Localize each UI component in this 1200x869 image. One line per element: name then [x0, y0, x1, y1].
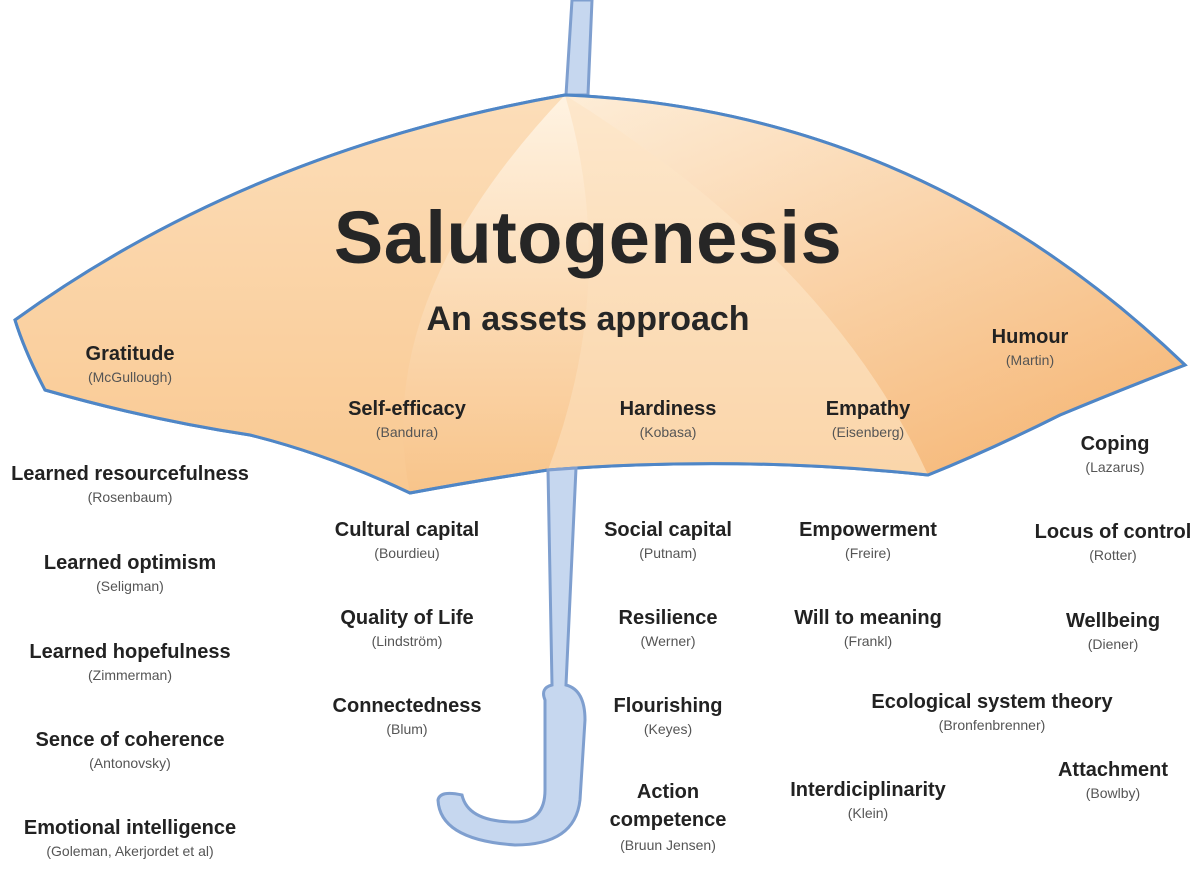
diagram-subtitle: An assets approach: [426, 300, 750, 338]
asset-quality-of-life: Quality of Life (Lindström): [340, 606, 473, 651]
asset-author: (Eisenberg): [831, 424, 905, 440]
asset-author: (Bandura): [375, 424, 439, 440]
asset-gratitude: Gratitude (McGullough): [86, 342, 175, 387]
asset-name: Self-efficacy: [348, 398, 466, 420]
asset-author: (Bourdieu): [374, 545, 440, 561]
asset-name: Hardiness: [619, 398, 717, 420]
asset-social-capital: Social capital (Putnam): [604, 518, 732, 563]
umbrella-tip: [564, 0, 594, 97]
asset-author: (Seligman): [96, 578, 164, 594]
asset-name: Social capital: [604, 519, 732, 541]
asset-author: (Bronfenbrenner): [938, 717, 1046, 733]
asset-learned-optimism: Learned optimism (Seligman): [44, 551, 216, 596]
asset-name: Will to meaning: [794, 607, 942, 629]
asset-author: (Keyes): [643, 721, 693, 737]
asset-author: (Lazarus): [1085, 459, 1145, 475]
asset-learned-hopefulness: Learned hopefulness (Zimmerman): [29, 640, 230, 685]
asset-name: Resilience: [618, 607, 718, 629]
asset-name: Empathy: [825, 398, 911, 420]
asset-self-efficacy: Self-efficacy (Bandura): [348, 397, 466, 442]
canopy-panel-left: [15, 95, 565, 493]
asset-wellbeing: Wellbeing (Diener): [1066, 609, 1160, 654]
umbrella-handle: [436, 466, 587, 847]
asset-author: (Bruun Jensen): [620, 837, 716, 853]
asset-name: Flourishing: [613, 695, 723, 717]
asset-name: Interdiciplinarity: [790, 779, 946, 801]
asset-name: Humour: [991, 326, 1069, 348]
asset-coping: Coping (Lazarus): [1081, 432, 1150, 477]
asset-author: (Rosenbaum): [87, 489, 173, 505]
asset-name: Empowerment: [799, 519, 937, 541]
asset-will-to-meaning: Will to meaning (Frankl): [794, 606, 942, 651]
asset-author: (Blum): [386, 721, 428, 737]
asset-name: Learned hopefulness: [29, 641, 231, 663]
asset-humour: Humour (Martin): [992, 325, 1069, 370]
asset-author: (Bowlby): [1085, 785, 1141, 801]
asset-name: Emotional intelligence: [23, 817, 237, 839]
asset-author: (Diener): [1087, 636, 1139, 652]
asset-name: Learned resourcefulness: [11, 463, 249, 485]
asset-hardiness: Hardiness (Kobasa): [620, 397, 717, 442]
asset-emotional-intelligence: Emotional intelligence (Goleman, Akerjor…: [24, 816, 236, 861]
asset-name: Quality of Life: [340, 607, 474, 629]
canopy-panel-right: [565, 95, 1185, 475]
asset-name: Coping: [1080, 433, 1150, 455]
asset-name: Gratitude: [85, 343, 175, 365]
asset-flourishing: Flourishing (Keyes): [614, 694, 723, 739]
asset-author: (Goleman, Akerjordet et al): [46, 843, 214, 859]
diagram-title: Salutogenesis: [333, 196, 843, 279]
asset-name: Ecological system theory: [871, 691, 1113, 713]
asset-author: (Zimmerman): [88, 667, 172, 683]
asset-author: (Martin): [1005, 352, 1055, 368]
asset-name: Locus of control: [1034, 521, 1192, 543]
asset-author: (McGullough): [87, 369, 173, 385]
asset-name: Learned optimism: [43, 552, 217, 574]
asset-locus-of-control: Locus of control (Rotter): [1035, 520, 1192, 565]
asset-author: (Klein): [847, 805, 889, 821]
asset-name: Wellbeing: [1065, 610, 1161, 632]
asset-name: Sence of coherence: [35, 729, 225, 751]
asset-cultural-capital: Cultural capital (Bourdieu): [335, 518, 479, 563]
asset-name: Cultural capital: [334, 519, 480, 541]
asset-author: (Antonovsky): [89, 755, 171, 771]
asset-connectedness: Connectedness (Blum): [333, 694, 482, 739]
asset-author: (Kobasa): [639, 424, 697, 440]
asset-ecological-system-theory: Ecological system theory (Bronfenbrenner…: [871, 690, 1112, 735]
asset-author: (Putnam): [639, 545, 697, 561]
asset-author: (Rotter): [1089, 547, 1137, 563]
asset-author: (Werner): [640, 633, 696, 649]
asset-author: (Freire): [845, 545, 891, 561]
asset-empowerment: Empowerment (Freire): [799, 518, 937, 563]
asset-resilience: Resilience (Werner): [619, 606, 718, 651]
asset-action-competence: Action competence (Bruun Jensen): [593, 778, 743, 855]
asset-learned-resourcefulness: Learned resourcefulness (Rosenbaum): [11, 462, 249, 507]
asset-interdiciplinarity: Interdiciplinarity (Klein): [790, 778, 946, 823]
asset-name: Attachment: [1057, 759, 1169, 781]
asset-name: Connectedness: [332, 695, 482, 717]
asset-sense-of-coherence: Sence of coherence (Antonovsky): [36, 728, 225, 773]
asset-author: (Lindström): [371, 633, 443, 649]
asset-name: Action competence: [609, 781, 727, 831]
canopy-panel-mid: [548, 95, 928, 475]
asset-author: (Frankl): [843, 633, 893, 649]
asset-attachment: Attachment (Bowlby): [1058, 758, 1168, 803]
canopy-outline: [13, 93, 1188, 495]
asset-empathy: Empathy (Eisenberg): [826, 397, 910, 442]
